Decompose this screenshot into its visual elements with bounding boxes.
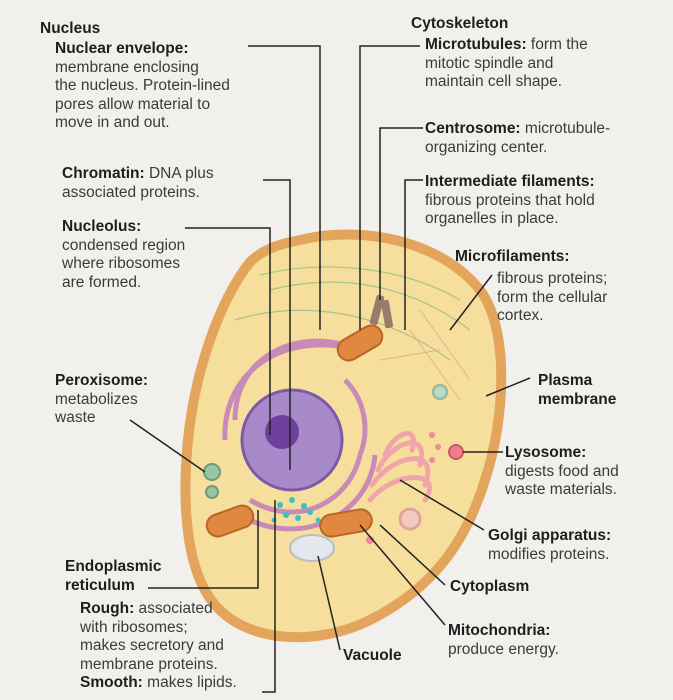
microfilaments: [379, 309, 471, 401]
plasma-membrane-line: Plasma: [538, 372, 593, 389]
nuclear-envelope-term: Nuclear envelope:: [55, 40, 189, 57]
nuclear-envelope-line: the nucleus. Protein-lined: [55, 77, 230, 94]
nuclear-envelope-label: Nuclear envelope: membrane enclosing the…: [55, 40, 230, 133]
vacuole-shape: [289, 534, 335, 562]
vesicle: [432, 384, 448, 400]
rough-er-line: with ribosomes;: [80, 618, 188, 636]
rough-er-line: membrane proteins.: [80, 655, 218, 673]
cell-membrane: [180, 229, 507, 643]
golgi-label: Golgi apparatus: modifies proteins.: [488, 527, 611, 564]
cytoplasm-term: Cytoplasm: [450, 578, 530, 595]
microtubules-rest: form the: [526, 36, 588, 53]
cytoplasm-label: Cytoplasm: [450, 578, 529, 597]
rough-er: [222, 338, 378, 532]
vesicle-small: [398, 507, 422, 531]
microfilaments-label: Microfilaments:: [455, 248, 570, 267]
er-label: Endoplasmic reticulum: [65, 558, 161, 595]
rough-er-rest: associated: [134, 600, 213, 617]
chromatin-term: Chromatin:: [62, 165, 145, 182]
centrosome-term: Centrosome:: [425, 120, 521, 137]
lysosome-line: digests food and: [505, 462, 619, 480]
nucleolus-line: condensed region: [62, 236, 186, 254]
er-term-line: reticulum: [65, 576, 135, 594]
free-ribosomes: [271, 497, 321, 523]
lysosome-shape: [448, 444, 464, 460]
mitochondria-term: Mitochondria:: [448, 622, 551, 639]
nucleolus-line: where ribosomes: [62, 255, 181, 272]
centrosome-label: Centrosome: microtubule- organizing cent…: [425, 120, 610, 157]
golgi-line: modifies proteins.: [488, 545, 610, 563]
lysosome-label: Lysosome: digests food and waste materia…: [505, 444, 619, 500]
mitochondria-line: produce energy.: [448, 640, 559, 658]
cytoskeleton-title-group: Cytoskeleton: [411, 15, 508, 34]
smooth-er-rest: makes lipids.: [142, 674, 237, 691]
intermediate-filaments-line: organelles in place.: [425, 210, 559, 227]
lysosome-term: Lysosome:: [505, 444, 587, 461]
centrosome-rest: microtubule-: [520, 120, 611, 137]
mitochondria-label: Mitochondria: produce energy.: [448, 622, 559, 659]
nuclear-envelope-line: membrane enclosing: [55, 58, 199, 76]
nuclear-envelope-line: move in and out.: [55, 114, 170, 131]
microtubules-line: maintain cell shape.: [425, 73, 562, 90]
golgi-shape: [367, 431, 433, 503]
microtubules-term: Microtubules:: [425, 36, 527, 53]
leader-lines: [129, 45, 531, 693]
microfilaments-line: form the cellular: [497, 288, 608, 306]
rough-er-term: Rough:: [80, 600, 135, 617]
vacuole-term: Vacuole: [343, 647, 402, 664]
nucleus-title: Nucleus: [40, 20, 101, 37]
chromatin-line: associated proteins.: [62, 183, 200, 201]
er-term-line: Endoplasmic: [65, 558, 162, 575]
microfilaments-term: Microfilaments:: [455, 248, 570, 265]
nucleolus-line: are formed.: [62, 273, 142, 291]
nucleolus-term: Nucleolus:: [62, 218, 142, 235]
microfilaments-line: cortex.: [497, 307, 544, 324]
peroxisome-label: Peroxisome: metabolizes waste: [55, 372, 148, 428]
chromatin-rest: DNA plus: [144, 165, 214, 182]
vacuole-label: Vacuole: [343, 647, 402, 666]
plasma-membrane-label: Plasma membrane: [538, 372, 616, 409]
nucleolus-label: Nucleolus: condensed region where riboso…: [62, 218, 185, 292]
smooth-er-term: Smooth:: [80, 674, 143, 691]
peroxisome-line: metabolizes: [55, 390, 138, 408]
mitochondria-shapes: [205, 324, 384, 538]
microfilaments-line: fibrous proteins;: [497, 270, 608, 287]
intermediate-filaments-term: Intermediate filaments:: [425, 173, 595, 190]
lysosome-line: waste materials.: [505, 481, 617, 498]
cytoskeleton-title: Cytoskeleton: [411, 15, 509, 32]
er-rough-smooth-label: Rough: associated with ribosomes; makes …: [80, 600, 237, 693]
golgi-term: Golgi apparatus:: [488, 527, 612, 544]
intermediate-filaments-label: Intermediate filaments: fibrous proteins…: [425, 173, 595, 229]
microtubules-line: mitotic spindle and: [425, 54, 554, 72]
centrosome-line: organizing center.: [425, 138, 548, 156]
chromatin-label: Chromatin: DNA plus associated proteins.: [62, 165, 214, 202]
microfilaments-desc: fibrous proteins; form the cellular cort…: [497, 270, 607, 326]
intermediate-filaments-line: fibrous proteins that hold: [425, 191, 595, 209]
microtubules-label: Microtubules: form the mitotic spindle a…: [425, 36, 588, 92]
nuclear-envelope-line: pores allow material to: [55, 95, 211, 113]
nucleus-label-group: Nucleus: [40, 20, 100, 39]
peroxisome-line: waste: [55, 409, 96, 426]
peroxisome-term: Peroxisome:: [55, 372, 149, 389]
centrosome-shape: [369, 294, 394, 329]
rough-er-line: makes secretory and: [80, 637, 224, 654]
plasma-membrane-line: membrane: [538, 390, 617, 408]
